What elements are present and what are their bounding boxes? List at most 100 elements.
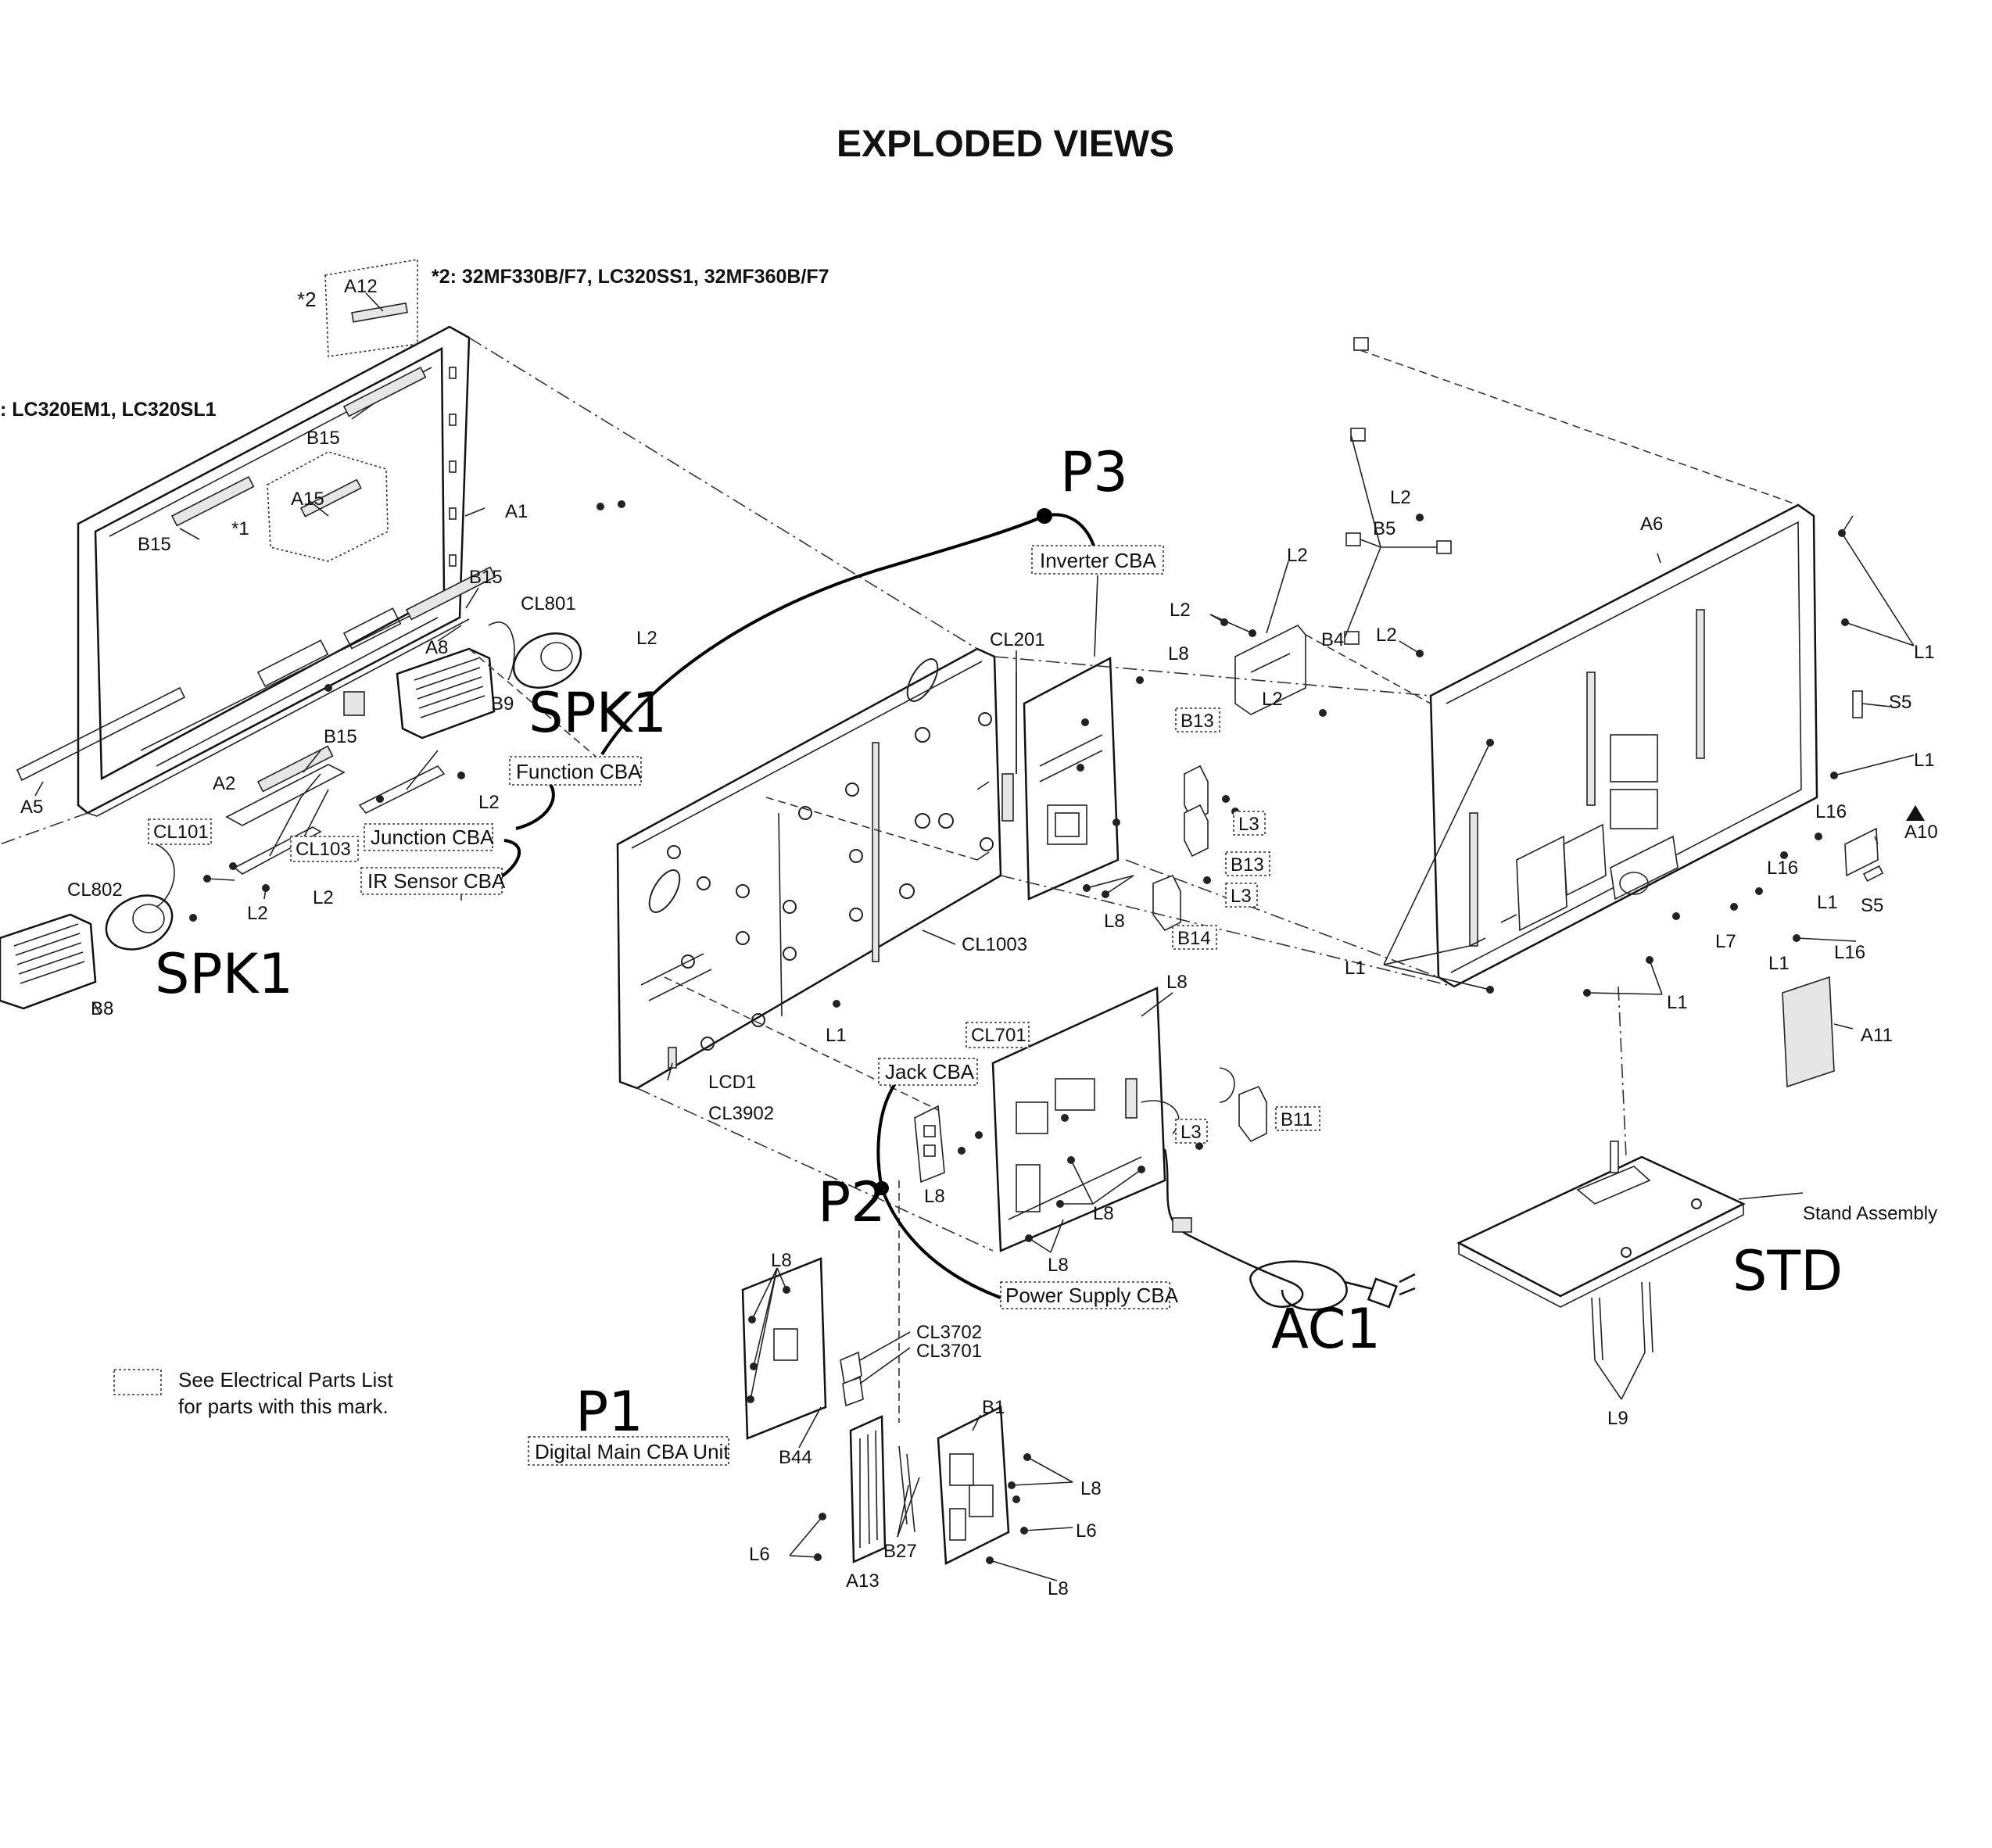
label-cl801: CL801 [521, 593, 576, 614]
label-function-cba: Function CBA [516, 760, 642, 783]
label-l3-middle: L3 [1231, 886, 1252, 907]
label-l16-upper: L16 [1815, 801, 1847, 822]
label-ir-sensor-cba: IR Sensor CBA [367, 869, 506, 893]
label-l8-inverter-bottom: L8 [1104, 911, 1125, 932]
label-l8-power-top: L8 [1166, 972, 1188, 993]
label-l7: L7 [1715, 931, 1736, 952]
lcd-panel [616, 647, 1002, 1090]
label-b15-top: B15 [306, 428, 340, 449]
label-b1: B1 [982, 1397, 1005, 1418]
label-l8-power-bottom: L8 [1048, 1255, 1069, 1276]
label-a11: A11 [1861, 1025, 1893, 1046]
label-b8: B8 [91, 998, 113, 1019]
label-l6-left: L6 [749, 1544, 770, 1565]
label-l3-lower: L3 [1181, 1122, 1202, 1143]
label-marker-1: *1 [231, 518, 249, 539]
label-b4: B4 [1321, 629, 1344, 650]
label-b14: B14 [1177, 928, 1211, 949]
handwritten-p3: P3 [1060, 440, 1128, 504]
label-cl201: CL201 [990, 629, 1045, 650]
label-l2-rear-bottom: L2 [1262, 689, 1283, 710]
stand-assembly [1456, 986, 1746, 1361]
label-a2: A2 [213, 773, 235, 794]
legend: See Electrical Parts List for parts with… [113, 1368, 393, 1418]
label-l2-lower2: L2 [247, 903, 268, 924]
label-l2-rear-mid: L2 [1376, 625, 1397, 646]
leader-lines [206, 434, 1915, 1581]
label-b11: B11 [1281, 1109, 1313, 1130]
legend-line-2: for parts with this mark. [178, 1395, 389, 1418]
label-a12: A12 [344, 276, 378, 297]
label-lcd1: LCD1 [708, 1072, 756, 1093]
label-cl701: CL701 [971, 1025, 1026, 1046]
label-l16-lower: L16 [1834, 942, 1865, 963]
label-l2-rear-b4: L2 [1170, 600, 1191, 621]
label-l2-mid: L2 [478, 792, 500, 813]
label-cl3701: CL3701 [916, 1341, 982, 1362]
label-inverter-cba: Inverter CBA [1040, 549, 1156, 572]
rear-brackets [1234, 337, 1452, 715]
variant-note-1: : LC320EM1, LC320SL1 [0, 399, 217, 421]
label-l3-upper: L3 [1238, 814, 1259, 835]
legend-line-1: See Electrical Parts List [178, 1368, 393, 1391]
label-b15-right: B15 [469, 567, 503, 588]
ac-cord [1163, 1148, 1416, 1311]
label-power-supply-cba: Power Supply CBA [1005, 1284, 1179, 1307]
part-a10 [1844, 827, 1879, 877]
label-marker-2: *2 [297, 288, 317, 311]
label-b5: B5 [1373, 518, 1395, 539]
label-a8: A8 [425, 637, 448, 658]
handwritten-std: STD [1732, 1239, 1843, 1303]
brackets-b13-b14 [1152, 765, 1209, 932]
part-a11 [1782, 976, 1835, 1088]
handwritten-p1: P1 [575, 1380, 643, 1444]
bracket-b11 [1238, 1085, 1267, 1143]
label-cl103: CL103 [296, 839, 351, 860]
label-l1-rear-l7: L1 [1768, 953, 1790, 974]
handwritten-p2: P2 [818, 1170, 886, 1234]
label-digital-main-cba-unit: Digital Main CBA Unit [535, 1440, 729, 1463]
label-l8-inverter-top: L8 [1168, 643, 1189, 664]
label-l2-rear-left: L2 [1287, 545, 1308, 566]
label-stand-assembly: Stand Assembly [1803, 1203, 1937, 1224]
label-a15: A15 [291, 489, 324, 510]
label-l8-b1-bottom: L8 [1048, 1578, 1069, 1599]
variant-note-2: *2: 32MF330B/F7, LC320SS1, 32MF360B/F7 [432, 266, 829, 288]
label-b44: B44 [779, 1447, 812, 1468]
label-l1-rear-left: L1 [1345, 958, 1366, 979]
front-bezel-assembly [16, 259, 496, 826]
label-b13-lower: B13 [1231, 854, 1264, 876]
speaker-lower [0, 843, 175, 1015]
label-cl3702: CL3702 [916, 1322, 982, 1343]
digital-main-unit [741, 1257, 1010, 1565]
warning-triangle-icon [1906, 805, 1925, 821]
label-b27: B27 [883, 1541, 917, 1562]
label-cl802: CL802 [67, 879, 123, 901]
label-l9: L9 [1607, 1408, 1628, 1429]
label-l8-digital: L8 [771, 1250, 792, 1271]
label-b9: B9 [491, 693, 514, 714]
label-jack-cba: Jack CBA [885, 1060, 975, 1083]
rear-cabinet [1429, 503, 1818, 988]
label-b15-left: B15 [138, 534, 171, 555]
label-l2-upper: L2 [636, 628, 657, 649]
label-cl101: CL101 [153, 822, 209, 843]
label-l6-right: L6 [1076, 1520, 1097, 1542]
legend-swatch [113, 1369, 162, 1395]
power-supply-board [991, 987, 1235, 1252]
part-labels: *2 A12 B15 A15 *1 B15 A1 B15 CL801 L2 A8… [20, 276, 1938, 1599]
label-s5-lower: S5 [1861, 895, 1883, 916]
label-b13-upper: B13 [1181, 711, 1214, 732]
label-l2-lower1: L2 [313, 887, 334, 908]
label-b15-bottom: B15 [324, 726, 357, 747]
handwritten-wires [499, 508, 1098, 1299]
handwritten-spk1-bottom: SPK1 [155, 942, 293, 1006]
label-l8-power-mid: L8 [1093, 1203, 1114, 1224]
part-s5-upper [1852, 690, 1863, 718]
label-l1-rear-bottom: L1 [1667, 992, 1688, 1013]
label-l1-rear-s5: L1 [1817, 892, 1838, 913]
handwritten-ac1: AC1 [1271, 1297, 1381, 1361]
boxed-labels: Inverter CBA Function CBA Junction CBA I… [148, 545, 1320, 1466]
label-l1-panel: L1 [826, 1025, 847, 1046]
label-l1-rear-top: L1 [1914, 642, 1935, 663]
